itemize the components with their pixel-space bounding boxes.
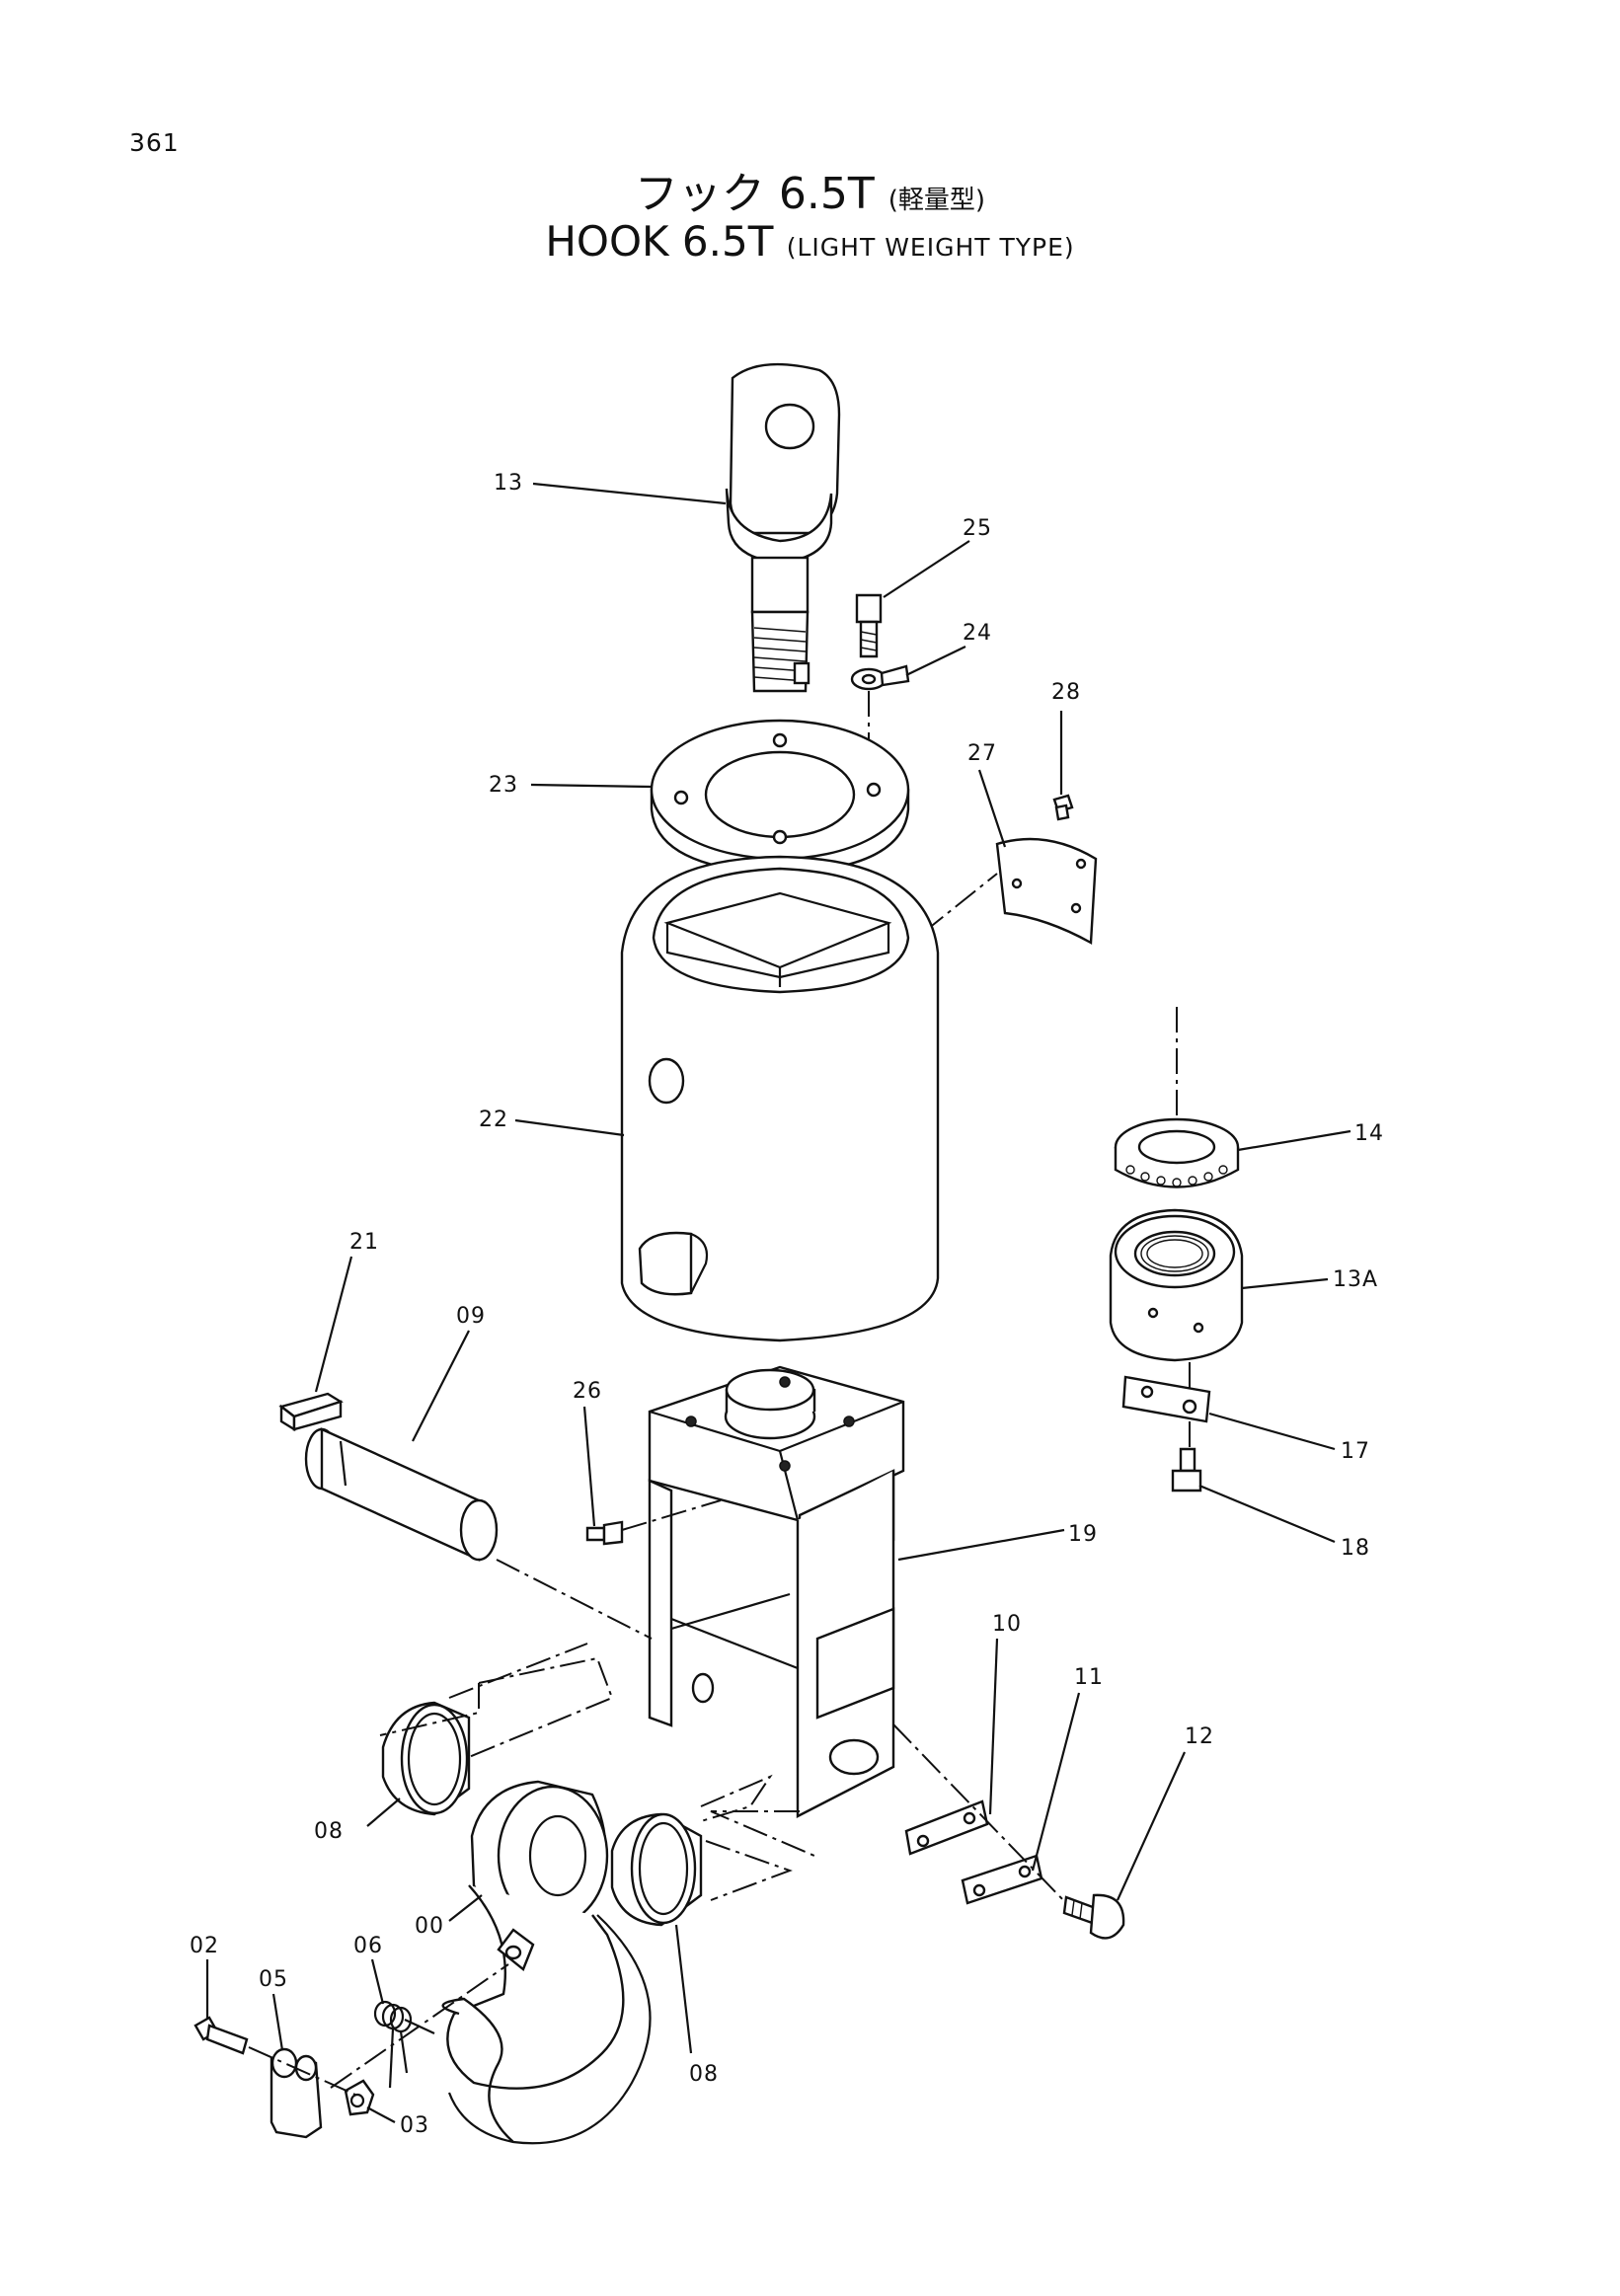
callout-23: 23 — [489, 773, 518, 798]
callout-27: 27 — [967, 741, 997, 766]
callout-19: 19 — [1068, 1522, 1098, 1547]
callout-25: 25 — [963, 516, 992, 541]
title-en-sub: (LIGHT WEIGHT TYPE) — [786, 233, 1075, 262]
part-02-bolt — [193, 2016, 249, 2055]
callout-14: 14 — [1354, 1121, 1384, 1146]
part-25-bolt — [855, 593, 883, 658]
callout-17: 17 — [1341, 1439, 1370, 1464]
part-21-key — [278, 1392, 344, 1432]
page-number: 361 — [129, 128, 180, 157]
part-22-cover — [620, 855, 940, 1342]
callout-09: 09 — [456, 1304, 486, 1329]
callout-12: 12 — [1185, 1724, 1214, 1749]
callout-08-left: 08 — [314, 1819, 344, 1844]
part-23-flange-plate — [650, 719, 910, 876]
part-24-lock-washer — [850, 664, 910, 691]
leader-lines — [205, 482, 1351, 2123]
callout-21: 21 — [349, 1230, 379, 1255]
part-06-spring — [373, 2000, 435, 2089]
title-jp-main: フック 6.5T — [634, 169, 875, 219]
page-title-english: HOOK 6.5T (LIGHT WEIGHT TYPE) — [0, 217, 1620, 266]
callout-06: 06 — [353, 1934, 383, 1958]
callout-08-right: 08 — [689, 2062, 719, 2087]
callout-13a: 13A — [1333, 1267, 1378, 1292]
callout-00: 00 — [415, 1914, 444, 1939]
callout-02: 02 — [190, 1934, 219, 1958]
callout-24: 24 — [963, 621, 992, 646]
part-00-hook-body — [441, 1780, 652, 2145]
part-18-bolt — [1171, 1447, 1202, 1492]
callout-22: 22 — [479, 1108, 508, 1132]
part-11-plate — [961, 1854, 1043, 1905]
part-14-thrust-bearing — [1114, 1117, 1240, 1188]
callout-13: 13 — [494, 471, 523, 496]
callout-28: 28 — [1051, 680, 1081, 705]
part-09-pin — [304, 1427, 499, 1562]
part-17-lock-plate — [1121, 1375, 1211, 1423]
title-jp-sub: (軽量型) — [887, 186, 986, 215]
part-05-latch — [270, 2047, 323, 2139]
part-08-bushing-right — [610, 1812, 703, 1927]
part-03-nut — [344, 2079, 375, 2116]
part-28-screw — [1052, 794, 1074, 821]
callout-10: 10 — [992, 1612, 1022, 1637]
part-08-bushing-left — [381, 1701, 471, 1816]
callout-18: 18 — [1341, 1536, 1370, 1561]
callout-03: 03 — [400, 2113, 429, 2138]
page-title-japanese: フック 6.5T (軽量型) — [0, 158, 1620, 221]
part-10-plate — [904, 1799, 989, 1856]
part-19-frame — [648, 1365, 905, 1818]
part-26-grease-nipple — [585, 1520, 624, 1546]
part-13a-nut — [1109, 1208, 1244, 1362]
callout-11: 11 — [1074, 1665, 1104, 1690]
callout-05: 05 — [259, 1967, 288, 1992]
title-en-main: HOOK 6.5T — [545, 217, 774, 266]
part-13-eye-bolt — [725, 362, 841, 693]
callout-26: 26 — [573, 1379, 602, 1404]
part-12-bolt — [1062, 1893, 1125, 1940]
part-27-cover-plate — [995, 837, 1098, 945]
